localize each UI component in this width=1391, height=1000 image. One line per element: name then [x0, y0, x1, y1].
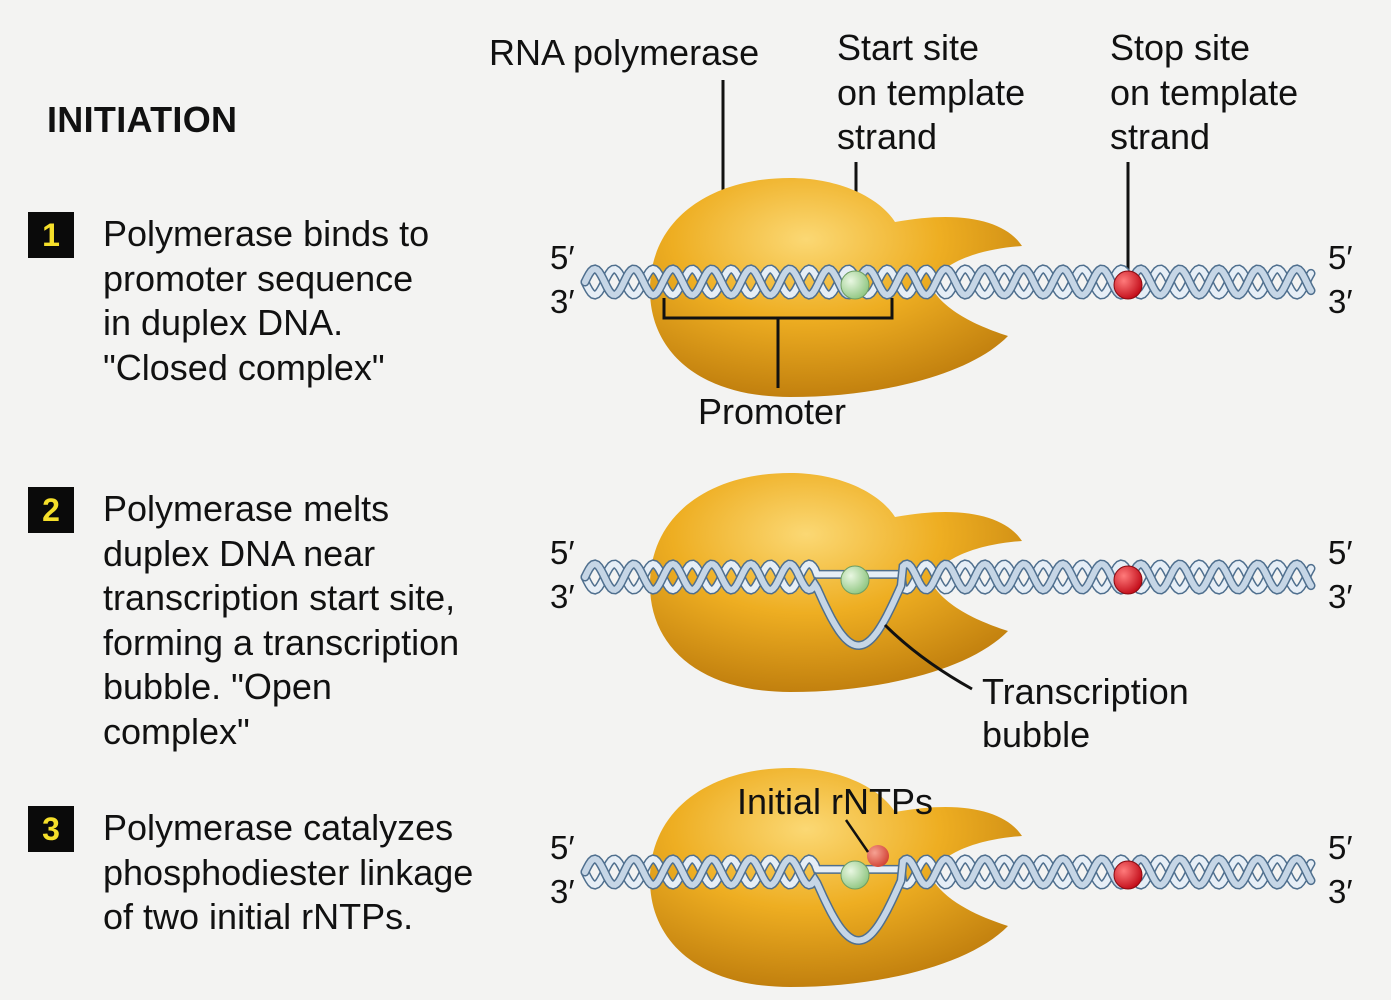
three-prime-left-label: 3′ [550, 578, 575, 615]
promoter-label: Promoter [698, 391, 846, 432]
step-2-number: 2 [28, 487, 74, 533]
row-3: 5′ 3′ 5′ 3′ Initial rNTPs [550, 768, 1353, 987]
dna-coding-strand [582, 855, 1314, 944]
dna-duplex [580, 559, 1316, 651]
bubble-leader [883, 623, 973, 691]
stop-site-marker [1113, 860, 1143, 890]
dna-coding-strand [582, 265, 1314, 299]
dna-duplex [580, 264, 1316, 300]
row-2: 5′ 3′ 5′ 3′ Transcription bubble [550, 473, 1353, 755]
start-site-marker [840, 860, 870, 890]
step-3-text: Polymerase catalyzes phosphodiester link… [103, 807, 474, 937]
start-site-label-line1: Start site [837, 27, 979, 68]
five-prime-right-label: 5′ [1328, 829, 1353, 866]
three-prime-right-label: 3′ [1328, 283, 1353, 320]
start-site-label-line2: on template [837, 72, 1025, 113]
start-site-label-line3: strand [837, 116, 937, 157]
step-1-number: 1 [28, 212, 74, 258]
three-prime-left-label: 3′ [550, 873, 575, 910]
start-site-marker [840, 565, 870, 595]
step-2-text: Polymerase melts duplex DNA near transcr… [103, 488, 460, 752]
transcription-bubble-label-line1: Transcription [982, 671, 1189, 712]
dna-coding-strand [582, 560, 1314, 649]
start-site-marker [840, 270, 870, 300]
row-1: 5′ 3′ 5′ 3′ Promoter [550, 178, 1353, 432]
transcription-bubble-label-line2: bubble [982, 714, 1090, 755]
initial-rntps-leader [844, 819, 870, 853]
initial-rntps-label: Initial rNTPs [737, 781, 933, 822]
five-prime-left-label: 5′ [550, 239, 575, 276]
five-prime-left-label: 5′ [550, 829, 575, 866]
five-prime-right-label: 5′ [1328, 534, 1353, 571]
step-3-number: 3 [28, 806, 74, 852]
stop-site-marker [1113, 270, 1143, 300]
stop-site-label-line2: on template [1110, 72, 1298, 113]
five-prime-left-label: 5′ [550, 534, 575, 571]
stop-site-label-line3: strand [1110, 116, 1210, 157]
three-prime-right-label: 3′ [1328, 873, 1353, 910]
five-prime-right-label: 5′ [1328, 239, 1353, 276]
step-1-text: Polymerase binds to promoter sequence in… [103, 213, 430, 388]
page-title: INITIATION [47, 99, 238, 140]
initial-rntp-marker [867, 845, 889, 867]
rna-polymerase-label: RNA polymerase [489, 32, 759, 73]
dna-duplex [580, 854, 1316, 946]
stop-site-label-line1: Stop site [1110, 27, 1250, 68]
three-prime-right-label: 3′ [1328, 578, 1353, 615]
stop-site-marker [1113, 565, 1143, 595]
three-prime-left-label: 3′ [550, 283, 575, 320]
